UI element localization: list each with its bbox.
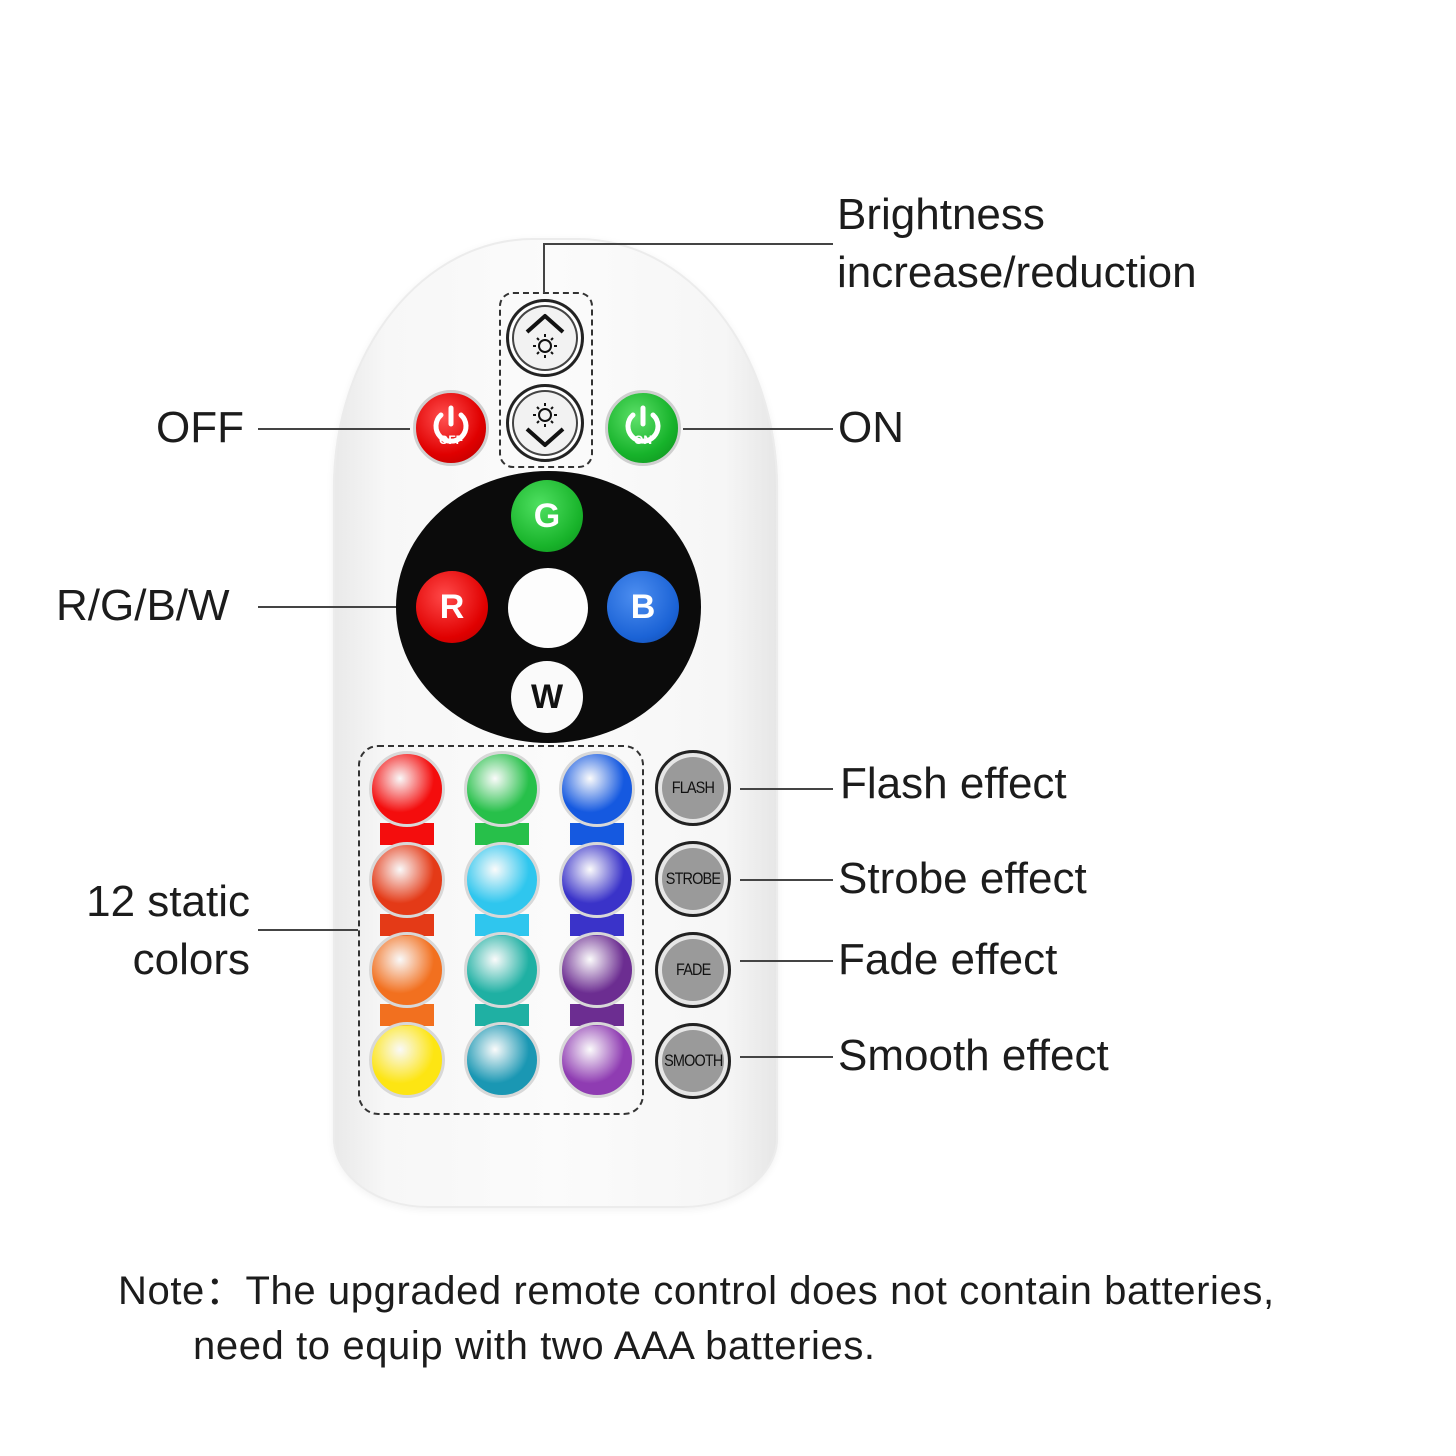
smooth-button-label: SMOOTH (663, 1051, 723, 1070)
strobe-callout-line (740, 879, 833, 881)
color-swatch-button[interactable] (464, 842, 540, 918)
swatch-connector (475, 823, 529, 845)
static-colors-label-line1: 12 static (86, 877, 250, 926)
power-icon (625, 405, 661, 444)
off-button-text: OFF (439, 433, 463, 447)
on-callout-line (683, 428, 833, 430)
color-swatch-button[interactable] (464, 932, 540, 1008)
off-callout-line (258, 428, 410, 430)
color-swatch-button[interactable] (559, 751, 635, 827)
static-colors-group (358, 745, 644, 1115)
brightness-label-line2: increase/reduction (837, 248, 1197, 298)
smooth-effect-label: Smooth effect (838, 1031, 1109, 1080)
green-button[interactable]: G (511, 480, 583, 552)
swatch-connector (570, 823, 624, 845)
red-button-label: R (439, 587, 465, 626)
color-swatch-button[interactable] (369, 932, 445, 1008)
strobe-button[interactable]: STROBE (655, 841, 731, 917)
swatch-connector (380, 1004, 434, 1026)
color-swatch-button[interactable] (559, 1022, 635, 1098)
blue-button-label: B (630, 587, 656, 626)
rgbw-callout-line (258, 606, 396, 608)
brightness-up-icon (525, 314, 565, 358)
swatch-connector (380, 914, 434, 936)
static-colors-label: 12 static colors (70, 873, 250, 989)
fade-button-label: FADE (675, 960, 711, 979)
flash-callout-line (740, 788, 833, 790)
color-swatch-button[interactable] (369, 1022, 445, 1098)
white-button-label: W (530, 677, 564, 716)
fade-effect-label: Fade effect (838, 935, 1058, 984)
brightness-down-button[interactable] (506, 384, 584, 462)
battery-note-line2: need to equip with two AAA batteries. (193, 1324, 876, 1368)
battery-note: Note：The upgraded remote control does no… (118, 1264, 1275, 1374)
brightness-label-line1: Brightness (837, 190, 1045, 239)
color-swatch-button[interactable] (559, 932, 635, 1008)
color-swatch-button[interactable] (464, 751, 540, 827)
on-button-text: ON (634, 433, 652, 447)
off-label: OFF (156, 403, 244, 452)
center-white-button[interactable] (508, 568, 588, 648)
static-colors-label-line2: colors (132, 935, 250, 985)
static-callout-line (258, 929, 358, 931)
rgbw-label: R/G/B/W (56, 581, 230, 630)
smooth-button[interactable]: SMOOTH (655, 1023, 731, 1099)
fade-callout-line (740, 960, 833, 962)
strobe-button-label: STROBE (665, 869, 721, 888)
flash-effect-label: Flash effect (840, 759, 1067, 808)
power-icon (433, 405, 469, 444)
swatch-connector (570, 1004, 624, 1026)
flash-button[interactable]: FLASH (655, 750, 731, 826)
color-swatch-button[interactable] (559, 842, 635, 918)
brightness-group (499, 292, 593, 468)
fade-button[interactable]: FADE (655, 932, 731, 1008)
red-button[interactable]: R (416, 571, 488, 643)
strobe-effect-label: Strobe effect (838, 854, 1087, 903)
green-button-label: G (533, 496, 561, 535)
color-swatch-button[interactable] (369, 842, 445, 918)
blue-button[interactable]: B (607, 571, 679, 643)
off-button[interactable]: OFF (413, 390, 489, 466)
battery-note-line1: Note：The upgraded remote control does no… (118, 1269, 1275, 1313)
flash-button-label: FLASH (671, 778, 715, 797)
on-button[interactable]: ON (605, 390, 681, 466)
brightness-callout-line-h (543, 243, 833, 245)
brightness-callout-line-v (543, 243, 545, 293)
swatch-connector (475, 914, 529, 936)
color-swatch-button[interactable] (369, 751, 445, 827)
brightness-up-button[interactable] (506, 299, 584, 377)
swatch-connector (475, 1004, 529, 1026)
swatch-connector (570, 914, 624, 936)
on-label: ON (838, 403, 904, 452)
white-button[interactable]: W (511, 661, 583, 733)
brightness-label: Brightness increase/reduction (837, 186, 1197, 302)
swatch-connector (380, 823, 434, 845)
smooth-callout-line (740, 1056, 833, 1058)
brightness-down-icon (525, 403, 565, 447)
color-swatch-button[interactable] (464, 1022, 540, 1098)
